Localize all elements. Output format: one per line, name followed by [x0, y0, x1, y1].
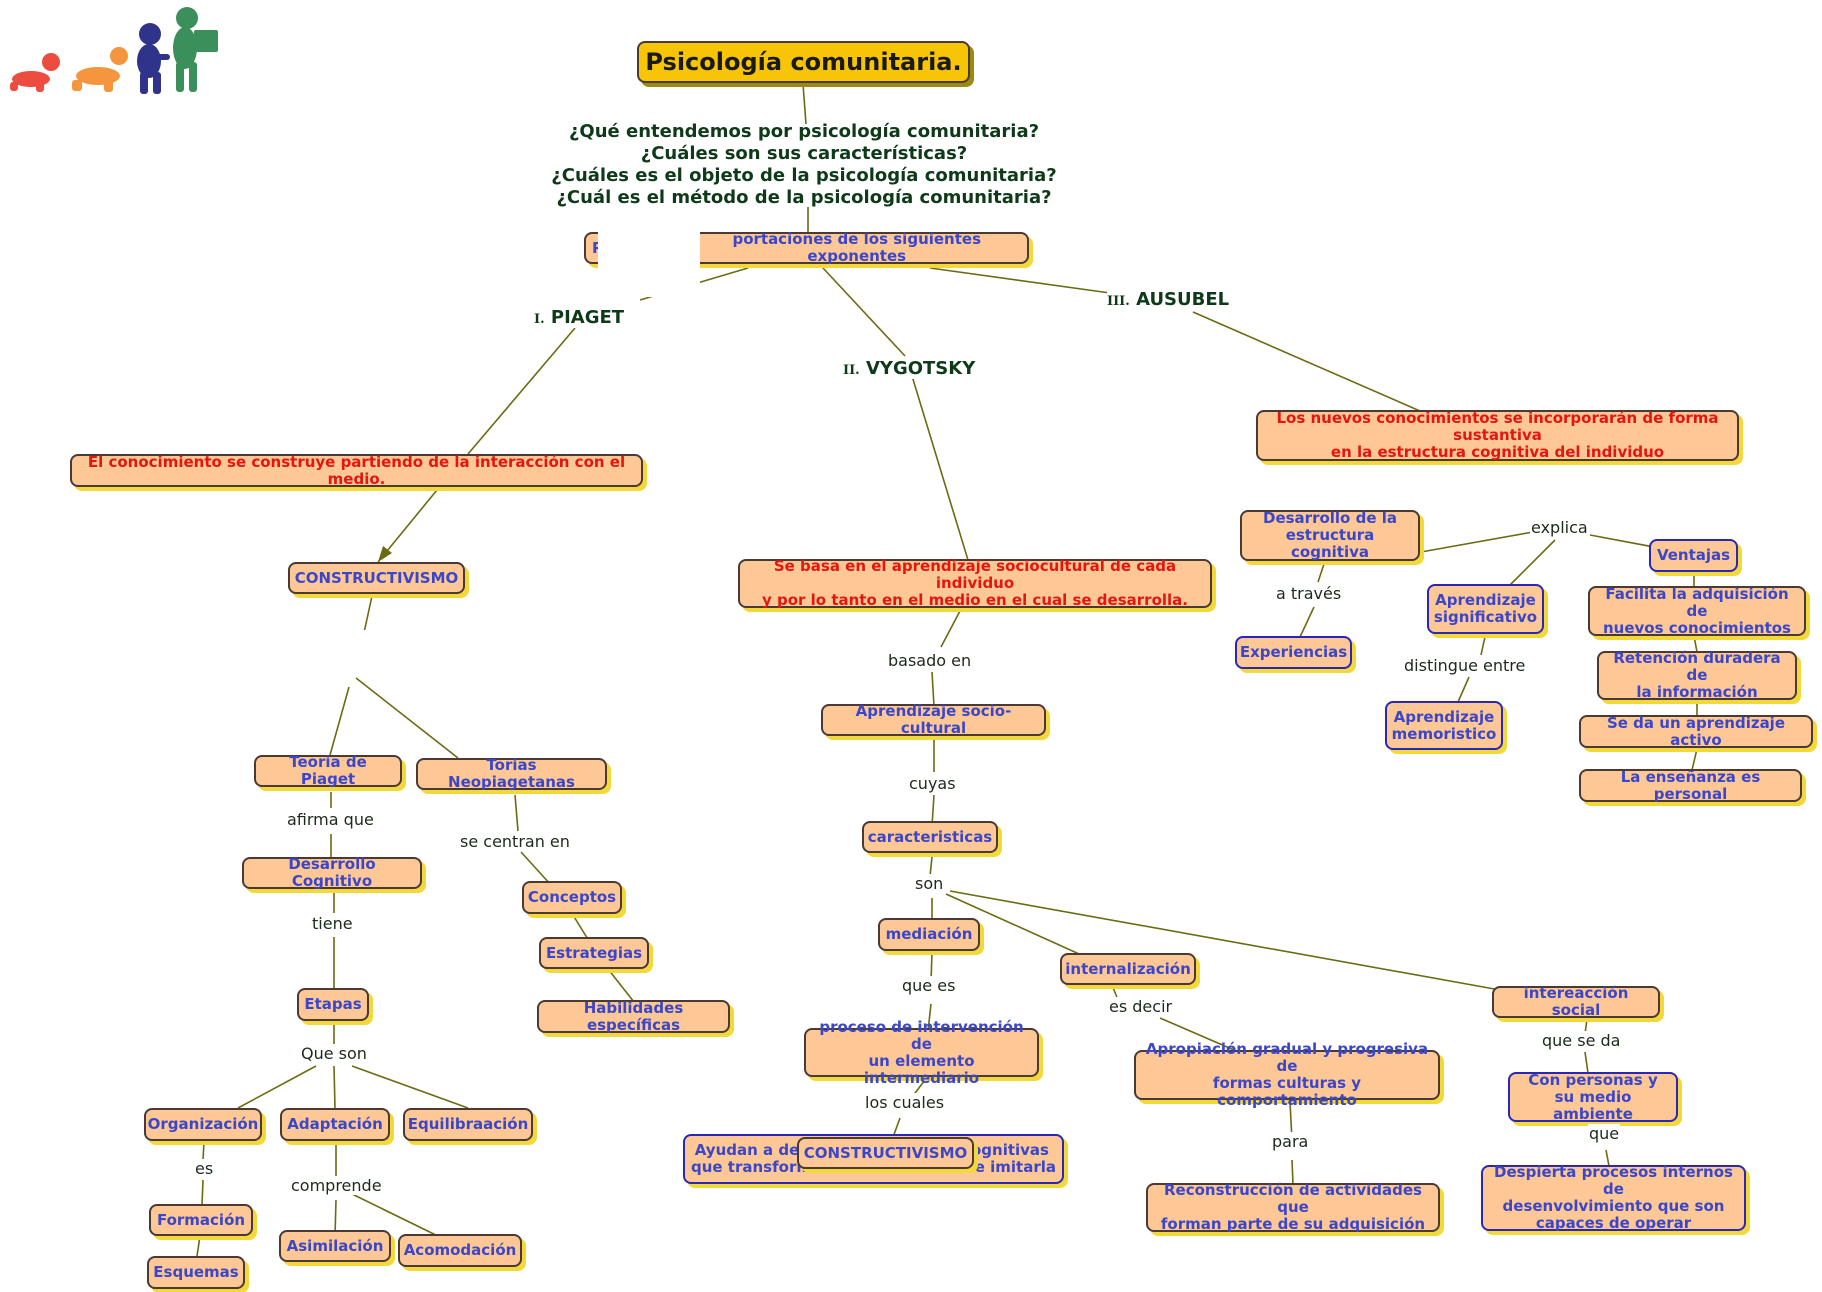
- link-label-son: son: [914, 874, 945, 893]
- link-label-es: es: [194, 1159, 215, 1178]
- formacion-node[interactable]: Formación: [149, 1204, 253, 1236]
- link-label-explica: explica: [1530, 518, 1589, 537]
- link-label-que-es: que es: [901, 976, 957, 995]
- desarrollo-cognitivo-node[interactable]: Desarrollo Cognitivo: [242, 856, 422, 890]
- proceso-node[interactable]: proceso de intervención de un elemento i…: [804, 1018, 1039, 1086]
- map-title: Psicología comunitaria.: [637, 41, 970, 83]
- question-2: ¿Cuáles son sus características?: [640, 143, 968, 164]
- ventaja-facilita-node[interactable]: Facilita la adquisición de nuevos conoci…: [1588, 585, 1806, 636]
- habilidades-node[interactable]: Habilidades específicas: [537, 999, 730, 1033]
- esquemas-node[interactable]: Esquemas: [147, 1256, 245, 1289]
- acomodacion-node[interactable]: Acomodación: [398, 1234, 522, 1267]
- vygotsky-main-node[interactable]: Se basa en el aprendizaje sociocultural …: [738, 558, 1212, 609]
- link-label-los-cuales: los cuales: [864, 1093, 946, 1112]
- question-1: ¿Qué entendemos por psicología comunitar…: [568, 121, 1040, 142]
- ventajas-node[interactable]: Ventajas: [1649, 539, 1738, 572]
- aprendizaje-significativo-node[interactable]: Aprendizaje significativo: [1427, 584, 1544, 634]
- link-label-centran: se centran en: [459, 832, 571, 851]
- link-label-a-traves: a través: [1275, 584, 1343, 603]
- equilibracion-node[interactable]: Equilibraación: [403, 1108, 533, 1141]
- estrategias-node[interactable]: Estrategias: [539, 937, 649, 969]
- link-label-que-son: Que son: [300, 1044, 368, 1063]
- piaget-main-node[interactable]: El conocimiento se construye partiendo d…: [70, 453, 643, 487]
- teoria-piaget-node[interactable]: Teoria de Piaget: [254, 754, 402, 788]
- exponents-prefix: P: [592, 239, 603, 257]
- organizacion-node[interactable]: Organización: [144, 1108, 262, 1141]
- question-3: ¿Cuáles es el objeto de la psicología co…: [551, 165, 1057, 186]
- ventaja-personal-node[interactable]: La enseñanza es personal: [1579, 768, 1802, 802]
- socio-cultural-node[interactable]: Aprendizaje socio-cultural: [821, 703, 1046, 737]
- roman-numeral: III.: [1107, 294, 1130, 309]
- link-label-es-decir: es decir: [1108, 997, 1174, 1016]
- questions: ¿Qué entendemos por psicología comunitar…: [548, 121, 1060, 209]
- ausubel-main-node[interactable]: Los nuevos conocimientos se incorporarán…: [1256, 410, 1739, 461]
- despierta-node[interactable]: Despierta procesos internos de desenvolv…: [1481, 1164, 1746, 1232]
- asimilacion-node[interactable]: Asimilación: [279, 1230, 391, 1262]
- link-label-comprende: comprende: [290, 1176, 383, 1195]
- adaptacion-node[interactable]: Adaptación: [280, 1108, 390, 1141]
- caracteristicas-node[interactable]: caracteristicas: [862, 821, 998, 853]
- header-vygotsky: II. VYGOTSKY: [843, 358, 976, 379]
- aprendizaje-memoristico-node[interactable]: Aprendizaje memoristico: [1385, 701, 1503, 750]
- interaccion-social-node[interactable]: intereacción social: [1492, 985, 1660, 1019]
- link-label-que-se-da: que se da: [1541, 1031, 1622, 1050]
- link-label-que: que: [1588, 1124, 1621, 1143]
- roman-numeral: I.: [534, 312, 545, 327]
- link-label-cuyas: cuyas: [908, 774, 957, 793]
- internalizacion-node[interactable]: internalización: [1060, 953, 1196, 985]
- desarrollo-estructura-node[interactable]: Desarrollo de la estructura cognitiva: [1240, 510, 1420, 561]
- question-4: ¿Cuál es el método de la psicología comu…: [556, 187, 1052, 208]
- mediacion-node[interactable]: mediación: [878, 918, 980, 951]
- overlap-mask: [598, 226, 700, 290]
- link-label-tiene: tiene: [311, 914, 354, 933]
- etapas-node[interactable]: Etapas: [297, 988, 369, 1021]
- header-name: VYGOTSKY: [865, 358, 976, 379]
- personas-node[interactable]: Con personas y su medio ambiente: [1508, 1071, 1678, 1122]
- ayudan-text-left: Ayudan a des que transform: [691, 1141, 812, 1176]
- ventaja-activo-node[interactable]: Se da un aprendizaje activo: [1579, 714, 1813, 748]
- link-label-basado: basado en: [887, 651, 973, 670]
- children-growth-icon: [10, 7, 218, 94]
- constructivismo-node[interactable]: CONSTRUCTIVISMO: [288, 562, 465, 594]
- ventaja-retencion-node[interactable]: Retención duradera de la información: [1597, 650, 1797, 701]
- apropiacion-node[interactable]: Apropiación gradual y progresiva de form…: [1134, 1041, 1440, 1109]
- header-ausubel: III. AUSUBEL: [1107, 289, 1230, 310]
- experiencias-node[interactable]: Experiencias: [1235, 636, 1352, 669]
- constructivismo-overlay-node[interactable]: CONSTRUCTIVISMO: [797, 1137, 974, 1169]
- neopiagetanas-node[interactable]: Torias Neopiagetanas: [416, 757, 607, 791]
- link-label-distingue: distingue entre: [1403, 656, 1527, 675]
- header-name: PIAGET: [550, 307, 625, 328]
- reconstruccion-node[interactable]: Reconstrucción de actividades que forman…: [1146, 1182, 1440, 1233]
- conceptos-node[interactable]: Conceptos: [522, 881, 622, 914]
- link-label-para: para: [1271, 1132, 1310, 1151]
- roman-numeral: II.: [843, 363, 860, 378]
- overlap-mask: [338, 630, 376, 672]
- link-label-afirma: afirma que: [286, 810, 375, 829]
- header-name: AUSUBEL: [1136, 289, 1230, 310]
- header-piaget: I. PIAGET: [534, 307, 625, 328]
- exponents-text: portaciones de los siguientes exponentes: [732, 230, 982, 265]
- ayudan-text-right: ognitivas de imitarla: [964, 1141, 1056, 1176]
